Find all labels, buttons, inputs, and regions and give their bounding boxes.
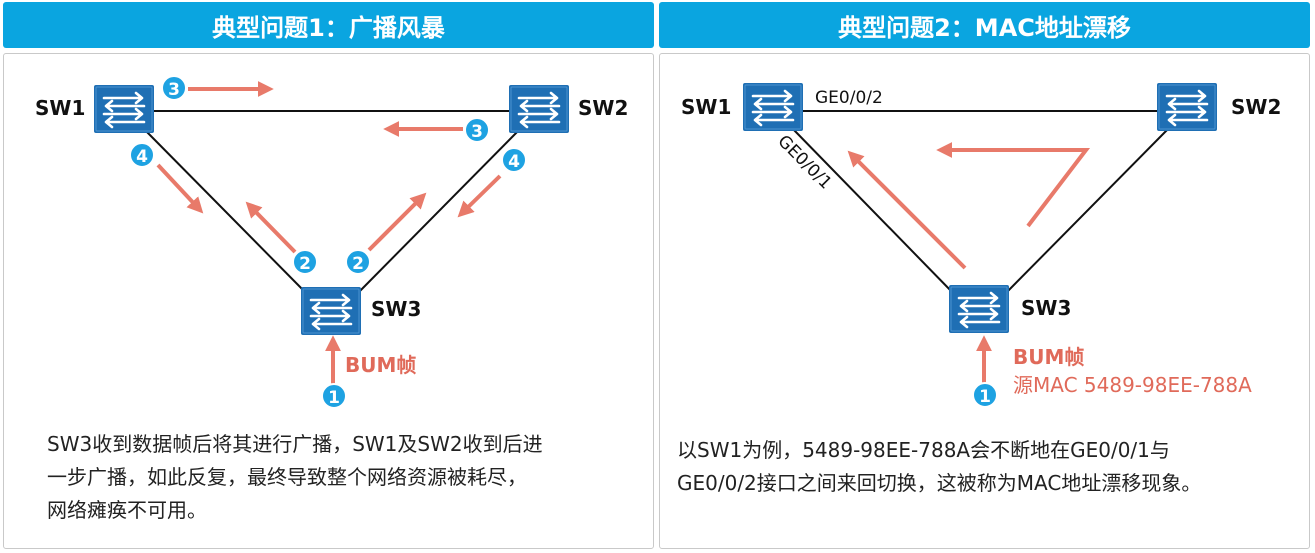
sw3-label: SW3 (371, 297, 421, 321)
description-text: SW3收到数据帧后将其进行广播，SW1及SW2收到后进 一步广播，如此反复，最终… (47, 428, 627, 527)
port-ge002-label: GE0/0/2 (815, 88, 883, 108)
description-line: 网络瘫痪不可用。 (47, 498, 207, 522)
badge-step1: 1 (321, 383, 347, 409)
panel-title: 典型问题2：MAC地址漂移 (659, 2, 1310, 48)
arrow-step2-left (245, 201, 297, 254)
description-line: SW3收到数据帧后将其进行广播，SW1及SW2收到后进 (47, 432, 543, 456)
panel-broadcast-storm: 典型问题1：广播风暴 SW1 SW2 SW3 BUM帧 3 (3, 0, 654, 553)
badge-step1: 1 (972, 382, 998, 408)
sw1-label: SW1 (35, 96, 85, 120)
link-sw2-sw3 (354, 127, 522, 297)
switch-sw2-icon (509, 85, 569, 133)
arrow-step4-right (457, 174, 502, 218)
link-sw2-sw3 (1002, 127, 1170, 297)
arrow-loop-back (936, 142, 1091, 228)
svg-text:2: 2 (352, 254, 364, 274)
svg-text:1: 1 (328, 388, 340, 408)
bum-frame-label: BUM帧 (1013, 345, 1084, 369)
bum-frame-label: BUM帧 (345, 353, 416, 377)
switch-sw3-icon (301, 287, 361, 335)
badge-step3-right: 3 (464, 117, 490, 143)
svg-text:2: 2 (299, 254, 311, 274)
link-sw1-sw3 (142, 127, 310, 297)
description-line: 一步广播，如此反复，最终导致整个网络资源被耗尽， (47, 465, 527, 489)
panel-title: 典型问题1：广播风暴 (3, 2, 654, 48)
description-line: GE0/0/2接口之间来回切换，这被称为MAC地址漂移现象。 (677, 471, 1202, 495)
switch-sw3-icon (949, 285, 1009, 333)
arrow-step2-right (367, 192, 427, 252)
mac-flapping-diagram: SW1 SW2 SW3 GE0/0/2 GE0/0/1 BUM帧 源MAC 54… (681, 83, 1281, 408)
badge-step4-right: 4 (501, 147, 527, 173)
sw1-label: SW1 (681, 95, 731, 119)
switch-sw2-icon (1157, 83, 1217, 131)
switch-sw1-icon (94, 85, 154, 133)
sw3-label: SW3 (1021, 296, 1071, 320)
sw2-label: SW2 (578, 96, 628, 120)
panel-mac-flapping: 典型问题2：MAC地址漂移 SW1 SW2 SW3 GE0/0/2 GE0/0/… (659, 0, 1310, 553)
svg-text:1: 1 (979, 387, 991, 407)
badge-step2-right: 2 (345, 249, 371, 275)
svg-text:4: 4 (508, 152, 520, 172)
svg-text:4: 4 (136, 147, 148, 167)
badge-step4-left: 4 (129, 142, 155, 168)
description-line: 以SW1为例，5489-98EE-788A会不断地在GE0/0/1与 (677, 438, 1170, 462)
sw2-label: SW2 (1231, 95, 1281, 119)
svg-text:3: 3 (471, 122, 483, 142)
arrow-sw3-to-sw1 (847, 150, 967, 270)
link-sw1-sw3 (791, 127, 957, 297)
svg-text:3: 3 (168, 80, 180, 100)
arrow-step4-left (156, 163, 204, 214)
description-text: 以SW1为例，5489-98EE-788A会不断地在GE0/0/1与 GE0/0… (677, 434, 1297, 500)
badge-step2-left: 2 (292, 249, 318, 275)
broadcast-storm-diagram: SW1 SW2 SW3 BUM帧 3 3 4 4 (35, 75, 628, 409)
source-mac-label: 源MAC 5489-98EE-788A (1013, 373, 1252, 397)
badge-step3-left: 3 (161, 75, 187, 101)
switch-sw1-icon (743, 83, 803, 131)
